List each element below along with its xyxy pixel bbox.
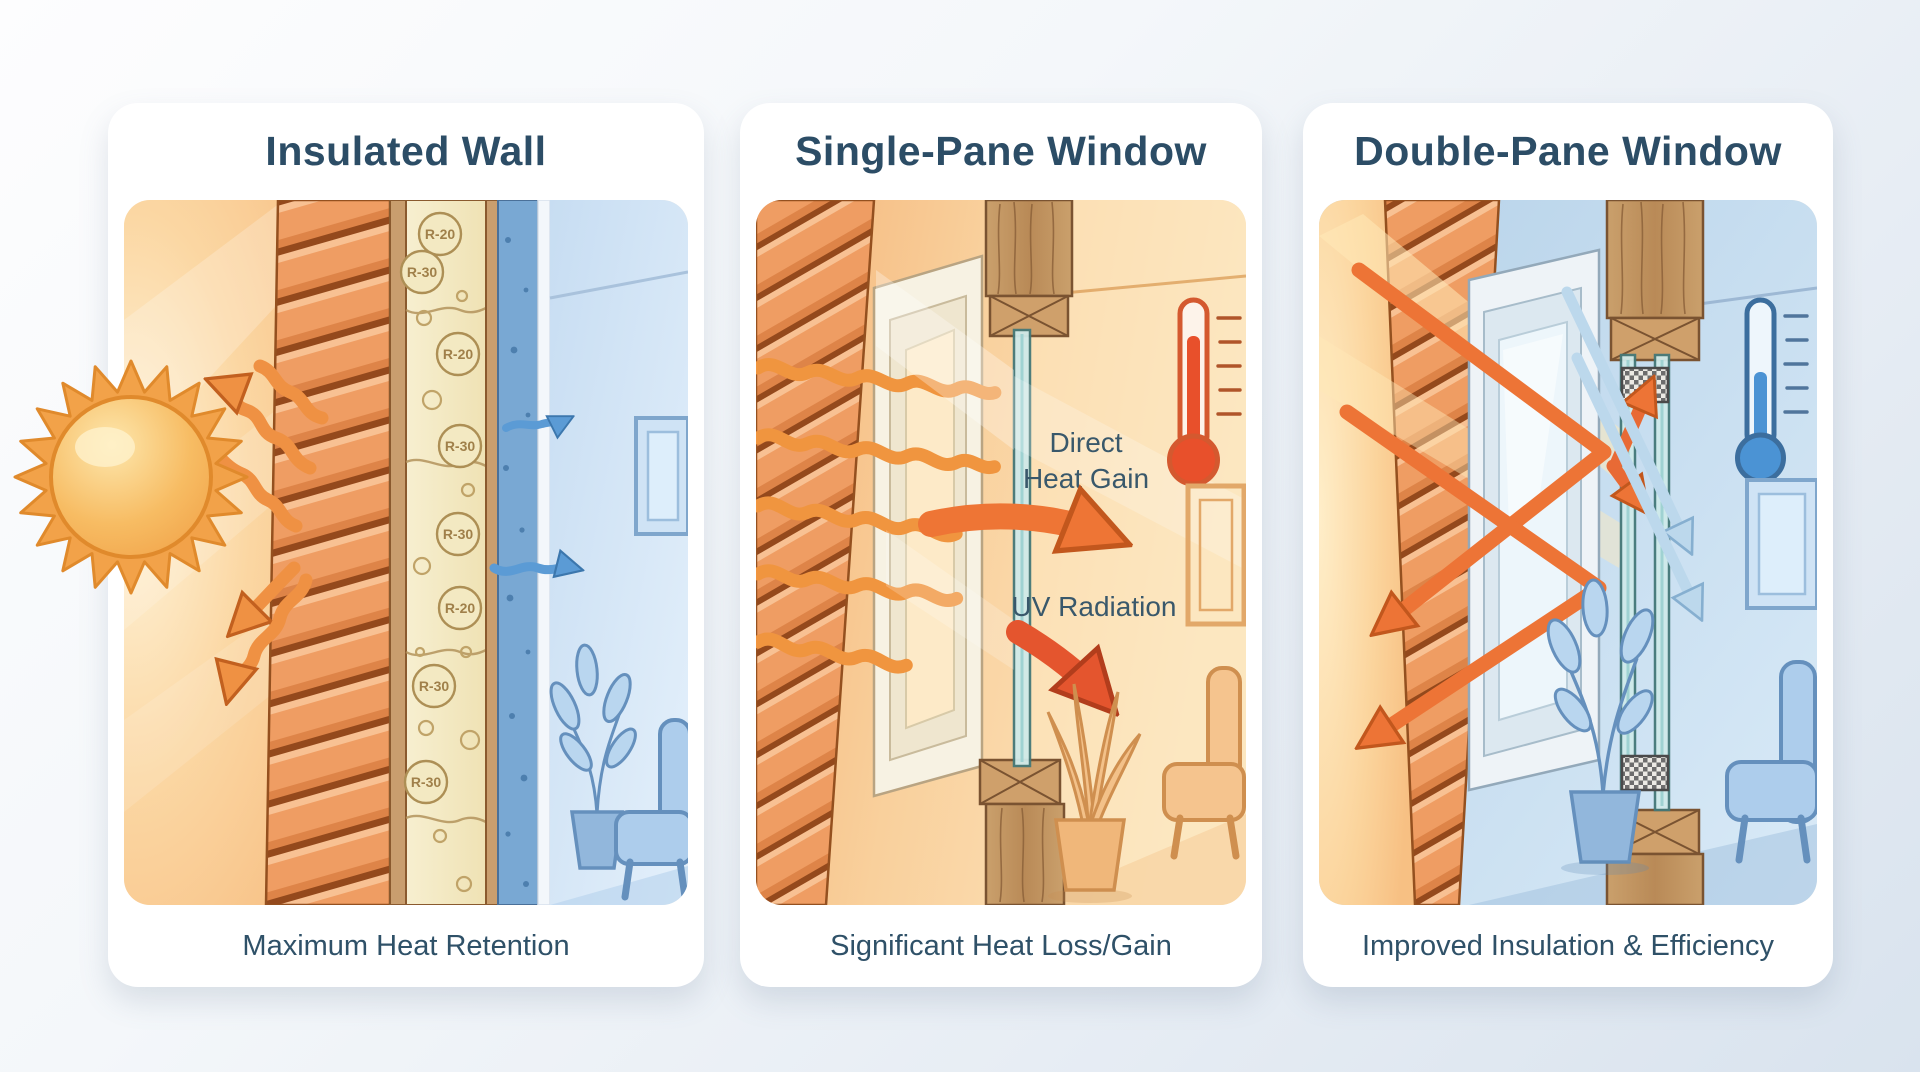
drywall-layer [537,200,551,905]
panel-caption: Improved Insulation & Efficiency [1361,929,1775,962]
ceiling-line [1698,286,1817,306]
panel-single-pane-window: Single-Pane Window [740,103,1262,987]
armchair [1162,666,1246,860]
r-label: R-20 [443,346,474,362]
panel-title: Double-Pane Window [1354,128,1782,174]
sheathing-layer [389,200,407,905]
picture-frame [1185,483,1246,627]
r-label: R-30 [411,774,442,790]
header-beam [1605,200,1705,362]
direct-heat-gain-label2: Heat Gain [1023,463,1149,494]
armchair [1725,660,1817,864]
r-label: R-20 [445,600,476,616]
picture-frame [634,416,688,536]
potted-plant [1046,683,1142,903]
armchair [614,718,688,901]
foam-speckles [503,237,531,887]
wood-siding-layer [264,200,392,905]
panel-insulated-wall: Insulated Wall [108,103,704,987]
r-label: R-30 [407,264,438,280]
floor [550,866,688,905]
panel-title: Single-Pane Window [795,128,1207,174]
stud-layer [485,200,499,905]
uv-radiation-arrow [1006,620,1102,698]
thermometer-cold-icon [1735,297,1809,484]
thermometer-hot-icon [1167,297,1242,487]
insulated-wall-art: R-20 R-30 R-20 R-30 R-30 R-20 R-30 R-30 [124,200,688,905]
insulated-wall-illustration: R-20 R-30 R-20 R-30 R-30 R-20 R-30 R-30 [124,200,688,905]
single-pane-illustration: Direct Heat Gain UV Radiation [756,200,1246,905]
ceiling-line [549,270,688,300]
panel-caption: Significant Heat Loss/Gain [830,929,1172,962]
r-label: R-30 [443,526,474,542]
direct-heat-gain-label: Direct [1049,427,1122,458]
transmitted-heat-arrows [1561,286,1697,610]
single-pane-art: Direct Heat Gain UV Radiation [756,200,1246,905]
r-label: R-30 [419,678,450,694]
pane-spacer-bottom [1620,754,1670,792]
r-label: R-20 [425,226,456,242]
header-beam [984,200,1074,338]
panel-title: Insulated Wall [265,128,547,174]
direct-heat-gain-arrow [918,516,1108,536]
insulation-bubbles [412,289,481,893]
uv-radiation-label: UV Radiation [1012,591,1177,622]
double-pane-art [1319,200,1817,905]
single-glass-pane [1012,328,1032,768]
r-label: R-30 [445,438,476,454]
house-plant [549,643,637,870]
house-plant [1546,578,1655,875]
picture-frame [1745,478,1817,610]
panel-caption: Maximum Heat Retention [242,929,570,962]
r-value-labels: R-20 R-30 R-20 R-30 R-30 R-20 R-30 R-30 [399,211,483,805]
double-pane-illustration [1319,200,1817,905]
sill-beam [978,758,1066,905]
rigid-foam-layer [497,200,539,905]
small-heat-transfer-arrows [489,420,574,571]
panel-double-pane-window: Double-Pane Window [1303,103,1833,987]
